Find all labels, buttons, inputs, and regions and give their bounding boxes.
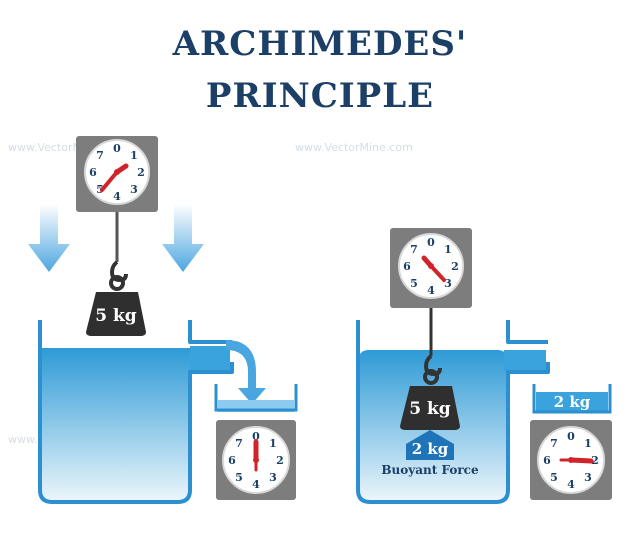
title-line-2: PRINCIPLE [205,76,435,116]
dial-number: 4 [567,478,575,491]
dial-number: 1 [444,243,452,256]
tray-label: 2 kg [554,393,591,411]
dial-number: 1 [269,437,277,450]
dial-number: 3 [130,183,138,196]
weight-right [400,386,460,430]
dial-number: 5 [410,277,418,290]
dial-number: 6 [403,260,411,273]
dial-number: 7 [550,437,558,450]
dial-number: 7 [235,437,243,450]
scale-needle [100,170,119,192]
bottom-scale-right: 01 2 345 6 7 [530,420,612,500]
weight-left [86,292,146,336]
container-right [356,320,550,504]
catch-tray [532,384,612,414]
dial-number: 2 [137,166,145,179]
dial-number: 6 [543,454,551,467]
dial-number: 0 [252,430,260,443]
dial-number: 5 [96,183,104,196]
dial-number: 1 [130,149,138,162]
dial-number: 7 [410,243,418,256]
dial-number: 6 [89,166,97,179]
weight-right-label: 5 kg [409,399,451,419]
title-line-1: ARCHIMEDES' [172,24,468,64]
hook-icon [423,354,442,385]
overflow-arrow [226,340,266,404]
dial-number: 1 [584,437,592,450]
dial-number: 5 [235,471,243,484]
down-arrow-icon [162,204,204,272]
watermark-text: www.VectorMine.com [295,141,413,154]
scale-needle [429,264,446,282]
hanging-scale-right: 01 2 345 6 7 [390,228,472,308]
dial-number: 5 [550,471,558,484]
weight-left-label: 5 kg [95,306,137,326]
bottom-scale-left: 01 2 345 6 7 [216,420,296,500]
dial-number: 4 [113,190,121,203]
hook-icon [109,260,128,291]
dial-number: 3 [269,471,277,484]
overflow-container [38,320,234,504]
buoyant-force-value: 2 kg [412,440,449,458]
dial-number: 3 [444,277,452,290]
hanging-scale-left: 01 2 345 6 7 [76,136,158,212]
buoyant-force-arrow [406,430,454,460]
dial-number: 7 [96,149,104,162]
down-arrow-icon [28,204,70,272]
buoyant-force-label: Buoyant Force [381,463,479,477]
dial-number: 6 [228,454,236,467]
dial-number: 2 [276,454,284,467]
catch-tray [214,384,298,412]
scale-needle [568,457,594,464]
dial-number: 0 [567,430,575,443]
dial-number: 0 [427,236,435,249]
dial-number: 2 [451,260,459,273]
dial-number: 3 [584,471,592,484]
dial-number: 4 [252,478,260,491]
dial-number: 4 [427,284,435,297]
dial-number: 0 [113,142,121,155]
dial-number: 2 [591,454,599,467]
